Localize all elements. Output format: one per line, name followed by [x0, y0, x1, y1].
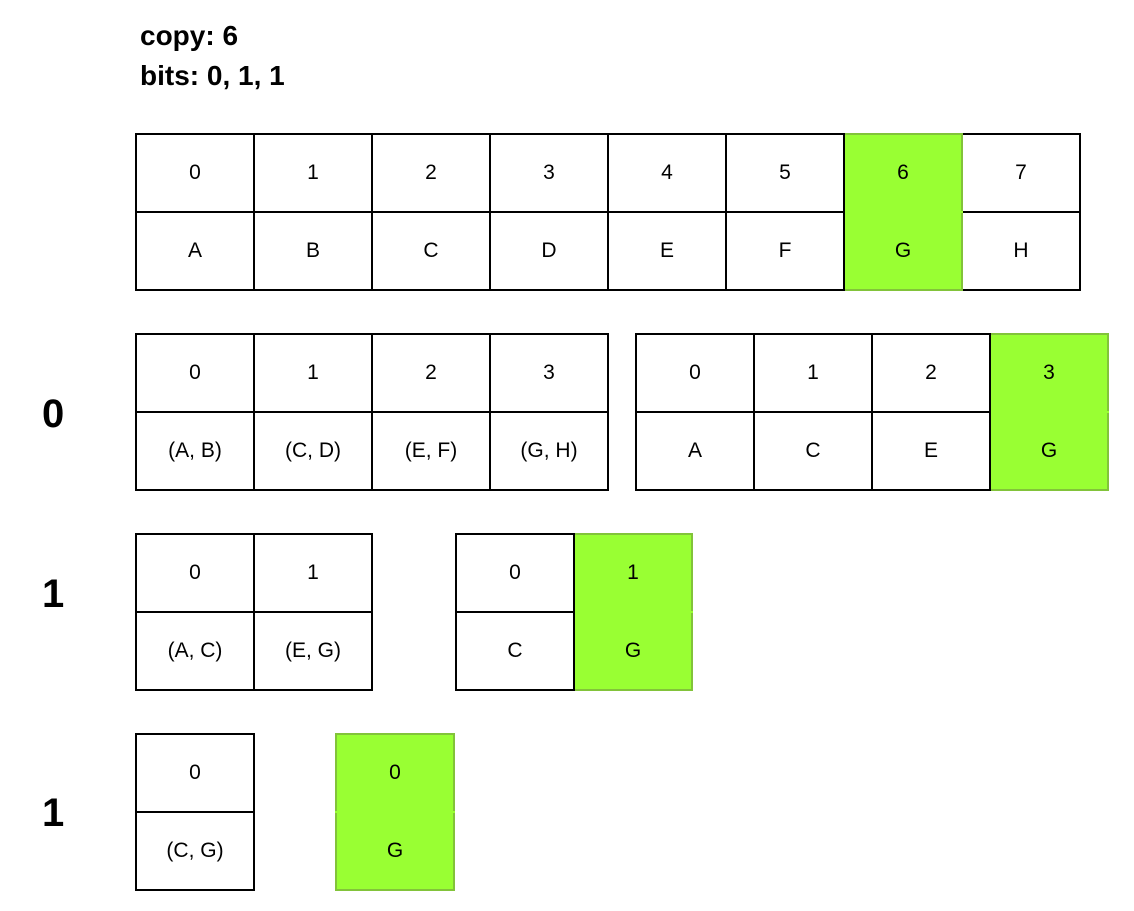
value-cell: G: [335, 811, 455, 891]
value-cell: A: [635, 411, 755, 491]
value-cell: (A, B): [135, 411, 255, 491]
level-label-1: 1: [42, 572, 65, 616]
index-cell: 3: [989, 333, 1109, 413]
index-cell: 3: [489, 333, 609, 413]
value-cell: B: [253, 211, 373, 291]
value-cell: (E, G): [253, 611, 373, 691]
value-cell: G: [989, 411, 1109, 491]
value-cell: (A, C): [135, 611, 255, 691]
value-cell: (C, D): [253, 411, 373, 491]
index-cell: 2: [371, 133, 491, 213]
index-cell: 4: [607, 133, 727, 213]
index-cell: 0: [455, 533, 575, 613]
index-cell: 3: [489, 133, 609, 213]
index-cell: 1: [253, 133, 373, 213]
value-cell: C: [371, 211, 491, 291]
index-row: 0: [135, 733, 255, 813]
value-row: G: [335, 811, 455, 891]
index-cell: 1: [253, 533, 373, 613]
index-cell: 1: [253, 333, 373, 413]
index-row: 0: [335, 733, 455, 813]
index-cell: 0: [135, 533, 255, 613]
bits-line: bits: 0, 1, 1: [140, 60, 285, 91]
value-cell: (G, H): [489, 411, 609, 491]
value-cell: E: [871, 411, 991, 491]
value-cell: (E, F): [371, 411, 491, 491]
value-cell: D: [489, 211, 609, 291]
level-label-2: 1: [42, 791, 65, 835]
index-cell: 0: [635, 333, 755, 413]
index-cell: 5: [725, 133, 845, 213]
index-cell: 1: [753, 333, 873, 413]
value-row: (A, C)(E, G): [135, 611, 373, 691]
value-cell: G: [573, 611, 693, 691]
header: copy: 6 bits: 0, 1, 1: [140, 16, 285, 96]
value-cell: C: [753, 411, 873, 491]
value-cell: G: [843, 211, 963, 291]
value-row: (A, B)(C, D)(E, F)(G, H): [135, 411, 609, 491]
value-cell: F: [725, 211, 845, 291]
index-cell: 0: [335, 733, 455, 813]
index-cell: 1: [573, 533, 693, 613]
index-cell: 0: [135, 733, 255, 813]
index-cell: 2: [371, 333, 491, 413]
value-cell: C: [455, 611, 575, 691]
value-cell: (C, G): [135, 811, 255, 891]
array-level2-pairs: 0(C, G): [135, 733, 255, 891]
index-cell: 0: [135, 133, 255, 213]
value-cell: H: [961, 211, 1081, 291]
value-cell: E: [607, 211, 727, 291]
level-label-0: 0: [42, 392, 65, 436]
copy-line: copy: 6: [140, 20, 239, 51]
index-cell: 0: [135, 333, 255, 413]
index-cell: 6: [843, 133, 963, 213]
value-cell: A: [135, 211, 255, 291]
value-row: (C, G): [135, 811, 255, 891]
index-cell: 2: [871, 333, 991, 413]
index-cell: 7: [961, 133, 1081, 213]
